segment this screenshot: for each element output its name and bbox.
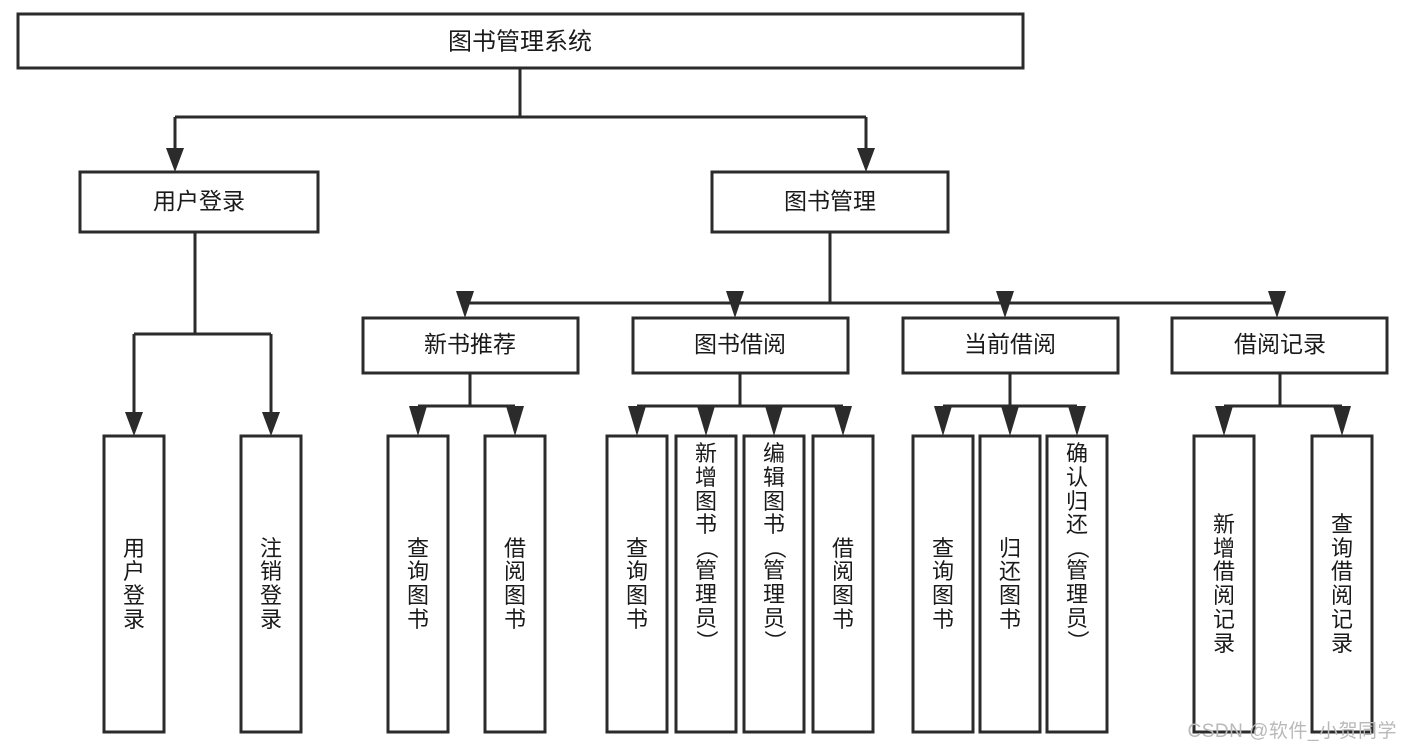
leaf-box-query-record[interactable] bbox=[1310, 434, 1374, 734]
leaf-boxes-borrow-record bbox=[1192, 434, 1374, 734]
node-new-book-recommend-label: 新书推荐 bbox=[424, 331, 516, 357]
node-borrow-record-box[interactable] bbox=[1170, 316, 1389, 375]
leaf-box-return-book[interactable] bbox=[978, 434, 1042, 734]
leaf-boxes-book-borrow bbox=[605, 434, 875, 734]
node-book-manage-label: 图书管理 bbox=[784, 188, 876, 214]
connectors-book-borrow-to-leaves bbox=[628, 373, 852, 436]
arrow-new-book-leaf-2 bbox=[506, 406, 524, 436]
leaf-box-query-book-3[interactable] bbox=[911, 434, 975, 734]
node-new-book-recommend-box[interactable] bbox=[361, 316, 580, 375]
node-book-manage[interactable]: 图书管理 bbox=[710, 170, 950, 234]
connectors-root-to-level2 bbox=[166, 68, 875, 172]
arrow-to-book-borrow bbox=[726, 291, 744, 318]
leaf-box-logout[interactable] bbox=[239, 434, 303, 734]
arrow-current-borrow-leaf-3 bbox=[1068, 406, 1086, 436]
arrow-book-borrow-leaf-1 bbox=[628, 406, 646, 436]
arrow-to-user-login bbox=[166, 148, 184, 172]
leaf-box-add-record[interactable] bbox=[1192, 434, 1256, 734]
node-borrow-record-label: 借阅记录 bbox=[1234, 331, 1326, 357]
watermark-text: CSDN @软件_小贺同学 bbox=[1187, 721, 1397, 742]
node-user-login-label: 用户登录 bbox=[153, 188, 245, 214]
leaf-box-query-book-2[interactable] bbox=[605, 434, 669, 734]
connectors-current-borrow-to-leaves bbox=[934, 373, 1086, 436]
node-book-borrow-label: 图书借阅 bbox=[694, 331, 786, 357]
node-book-manage-box[interactable] bbox=[710, 170, 950, 234]
node-user-login[interactable]: 用户登录 bbox=[78, 170, 320, 234]
connectors-book-manage-to-level3 bbox=[456, 232, 1286, 318]
arrow-book-borrow-leaf-4 bbox=[834, 406, 852, 436]
arrow-to-leaf-logout bbox=[262, 412, 280, 436]
arrow-current-borrow-leaf-1 bbox=[934, 406, 952, 436]
node-root-label: 图书管理系统 bbox=[448, 28, 592, 55]
arrow-to-current-borrow bbox=[996, 291, 1014, 318]
connectors-borrow-record-to-leaves bbox=[1215, 373, 1351, 436]
leaf-boxes-new-book-recommend bbox=[386, 434, 547, 734]
node-root[interactable]: 图书管理系统 bbox=[16, 12, 1025, 70]
leaf-boxes-current-borrow bbox=[911, 434, 1109, 734]
leaf-box-edit-book[interactable] bbox=[742, 434, 806, 734]
leaf-box-borrow-book-1[interactable] bbox=[483, 434, 547, 734]
node-book-borrow-box[interactable] bbox=[631, 316, 850, 375]
arrow-to-book-manage bbox=[857, 148, 875, 172]
node-book-borrow[interactable]: 图书借阅 bbox=[631, 316, 850, 375]
leaf-box-query-book-1[interactable] bbox=[386, 434, 450, 734]
arrow-new-book-leaf-1 bbox=[409, 406, 427, 436]
arrow-book-borrow-leaf-2 bbox=[697, 406, 715, 436]
leaf-boxes-user-login bbox=[102, 434, 303, 734]
arrow-borrow-record-leaf-2 bbox=[1333, 406, 1351, 436]
arrow-to-leaf-user-login bbox=[125, 412, 143, 436]
connectors-user-login-to-leaves bbox=[125, 232, 280, 436]
node-new-book-recommend[interactable]: 新书推荐 bbox=[361, 316, 580, 375]
arrow-borrow-record-leaf-1 bbox=[1215, 406, 1233, 436]
node-borrow-record[interactable]: 借阅记录 bbox=[1170, 316, 1389, 375]
arrow-book-borrow-leaf-3 bbox=[765, 406, 783, 436]
leaf-box-add-book[interactable] bbox=[674, 434, 738, 734]
node-user-login-box[interactable] bbox=[78, 170, 320, 234]
arrow-current-borrow-leaf-2 bbox=[1001, 406, 1019, 436]
arrow-to-new-book bbox=[456, 291, 474, 318]
leaf-box-user-login[interactable] bbox=[102, 434, 166, 734]
node-current-borrow[interactable]: 当前借阅 bbox=[901, 316, 1120, 375]
node-current-borrow-label: 当前借阅 bbox=[964, 331, 1056, 357]
connectors-new-book-to-leaves bbox=[409, 373, 524, 436]
leaf-box-confirm-return[interactable] bbox=[1045, 434, 1109, 734]
node-root-box[interactable] bbox=[16, 12, 1025, 70]
leaf-box-borrow-book-2[interactable] bbox=[811, 434, 875, 734]
node-current-borrow-box[interactable] bbox=[901, 316, 1120, 375]
arrow-to-borrow-record bbox=[1268, 291, 1286, 318]
